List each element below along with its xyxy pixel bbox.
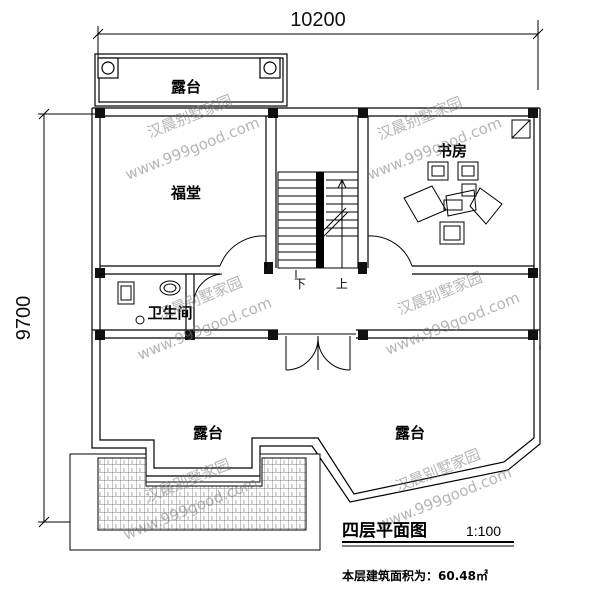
plan-title: 四层平面图: [342, 521, 427, 541]
terrace-right-label: 露台: [395, 424, 425, 442]
prayer-hall-label: 福堂: [170, 184, 201, 202]
height-dimension-label: 9700: [13, 296, 35, 341]
top-terrace-label: 露台: [171, 78, 201, 96]
door-swings: [193, 235, 413, 301]
plan-scale: 1:100: [466, 523, 501, 539]
terrace-left-label: 露台: [193, 424, 223, 442]
staircase: [277, 171, 359, 278]
stair-down-label: 下: [294, 277, 306, 291]
width-dimension-label: 10200: [290, 9, 346, 31]
stair-up-label: 上: [336, 277, 348, 291]
title-block: 四层平面图 1:100 本层建筑面积为：60.48㎡: [342, 521, 514, 583]
top-dimension: [92, 20, 544, 90]
roof-tiles: [69, 453, 321, 551]
study-furniture: [403, 119, 531, 245]
lower-terrace: [91, 338, 541, 503]
top-terrace: [94, 53, 288, 107]
bathroom-label: 卫生间: [147, 304, 192, 322]
study-label: 书房: [437, 142, 467, 160]
bathroom-fixtures: [117, 280, 181, 325]
double-door: [278, 333, 356, 371]
floor-area-text: 本层建筑面积为：60.48㎡: [342, 568, 488, 583]
left-dimension: [38, 108, 100, 528]
stair-handrail: [316, 172, 324, 268]
columns: [95, 108, 538, 340]
